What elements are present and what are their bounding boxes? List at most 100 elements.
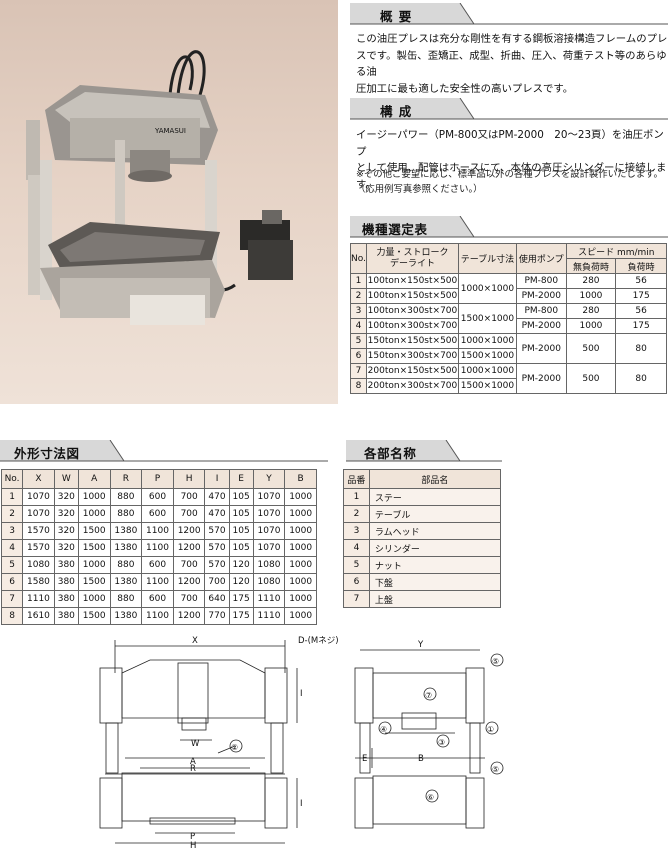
dimensions-title: 外形寸法図 (14, 446, 80, 461)
table-cell: 320 (53, 522, 79, 540)
composition-header: 構成 (350, 98, 668, 120)
col-part-name: 部品名 (368, 469, 502, 489)
callout-6: ⑥ (427, 793, 434, 802)
composition-note: ※その他ご要望に応じ、標準品以外の各種プレスを設計製作いたします。 (356, 169, 663, 180)
table-cell: 320 (53, 505, 79, 523)
table-cell: 1000 (284, 505, 317, 523)
table-cell: 120 (228, 573, 254, 591)
col-speed: スピード mm/min (565, 243, 668, 259)
table-cell: 1070 (252, 522, 286, 540)
col-b: B (284, 469, 317, 489)
label-p: P (190, 832, 195, 842)
table-cell: 880 (109, 590, 143, 608)
table-cell: 1380 (109, 607, 143, 625)
table-cell: 1080 (22, 556, 55, 574)
dimension-drawing: X W A R P H I I D-(Mネジ) Y E B ⑤ ⑤ ① ④ ⑦ … (99, 636, 504, 848)
col-force: 力量・ストロークデーライト (365, 243, 459, 274)
table-cell: 4 (0, 539, 24, 557)
label-r: R (190, 764, 196, 774)
col-e: E (228, 469, 254, 489)
dimensions-header: 外形寸法図 (0, 440, 328, 462)
table-cell: 1200 (172, 522, 206, 540)
label-i-bottom: I (300, 799, 303, 809)
col-x: X (22, 469, 55, 489)
callout-5b: ⑤ (492, 765, 499, 774)
table-cell: 380 (53, 590, 79, 608)
table-cell: 105 (228, 488, 254, 506)
col-table: テーブル寸法 (457, 243, 517, 274)
col-pump: 使用ポンプ (515, 243, 567, 274)
overview-line: スです。製缶、歪矯正、成型、折曲、圧入、荷重テスト等のあらゆる油 (356, 49, 667, 79)
header-bar-graphic (350, 216, 668, 238)
table-cell: 1200 (172, 607, 206, 625)
label-x: X (192, 636, 198, 646)
table-cell: 1610 (22, 607, 55, 625)
table-cell: 1000 (284, 590, 317, 608)
composition-title: 構成 (380, 104, 418, 119)
composition-notes: ※その他ご要望に応じ、標準品以外の各種プレスを設計製作いたします。 （応用例写真… (356, 167, 668, 197)
table-cell: 175 (228, 607, 254, 625)
composition-note: （応用例写真参照ください。） (356, 184, 483, 195)
label-d: D-(Mネジ) (298, 636, 339, 646)
table-cell: 120 (228, 556, 254, 574)
table-cell: 1380 (109, 573, 143, 591)
selection-header: 機種選定表 (350, 216, 668, 238)
table-cell: 6 (0, 573, 24, 591)
col-load: 負荷時 (615, 258, 667, 274)
header-bar-graphic (350, 3, 668, 25)
table-cell: 1380 (109, 539, 143, 557)
parts-header: 各部名称 (346, 440, 502, 462)
table-cell: 320 (53, 488, 79, 506)
table-cell: 105 (228, 539, 254, 557)
table-cell: 1000 (77, 590, 111, 608)
table-cell: 700 (172, 505, 206, 523)
table-cell: 470 (204, 505, 230, 523)
table-cell: 1570 (22, 539, 55, 557)
table-cell: 600 (141, 556, 174, 574)
col-a: A (77, 469, 111, 489)
label-b: B (418, 754, 424, 764)
composition-line: イージーパワー（PM-800又はPM-2000 20〜23頁）を油圧ポンプ (356, 129, 664, 158)
table-cell: 1100 (141, 522, 174, 540)
overview-line: 圧加工に最も適した安全性の高いプレスです。 (356, 82, 574, 95)
col-no: No. (0, 469, 24, 489)
table-cell: 1070 (252, 505, 286, 523)
header-bar-graphic (350, 98, 668, 120)
table-cell: 1200 (172, 573, 206, 591)
table-cell: 770 (204, 607, 230, 625)
label-y: Y (417, 640, 424, 650)
col-noload: 無負荷時 (565, 258, 617, 274)
table-cell: 600 (141, 505, 174, 523)
table-cell: 1380 (109, 522, 143, 540)
table-cell: 600 (141, 488, 174, 506)
table-cell: 2 (0, 505, 24, 523)
col-part-no: 品番 (343, 469, 370, 489)
table-cell: 105 (228, 505, 254, 523)
table-cell: 1000 (77, 556, 111, 574)
col-r: R (109, 469, 143, 489)
table-cell: 570 (204, 556, 230, 574)
press-illustration: YAMASUI (26, 50, 293, 325)
table-cell: 880 (109, 488, 143, 506)
table-cell: 1070 (252, 488, 286, 506)
col-y: Y (252, 469, 286, 489)
table-cell: 570 (204, 539, 230, 557)
overview-header: 概要 (350, 3, 668, 25)
selection-title: 機種選定表 (362, 222, 428, 237)
table-cell: 1000 (284, 488, 317, 506)
table-cell: 380 (53, 607, 79, 625)
overview-line: この油圧プレスは充分な剛性を有する鋼板溶接構造フレームのプレ (356, 33, 668, 45)
